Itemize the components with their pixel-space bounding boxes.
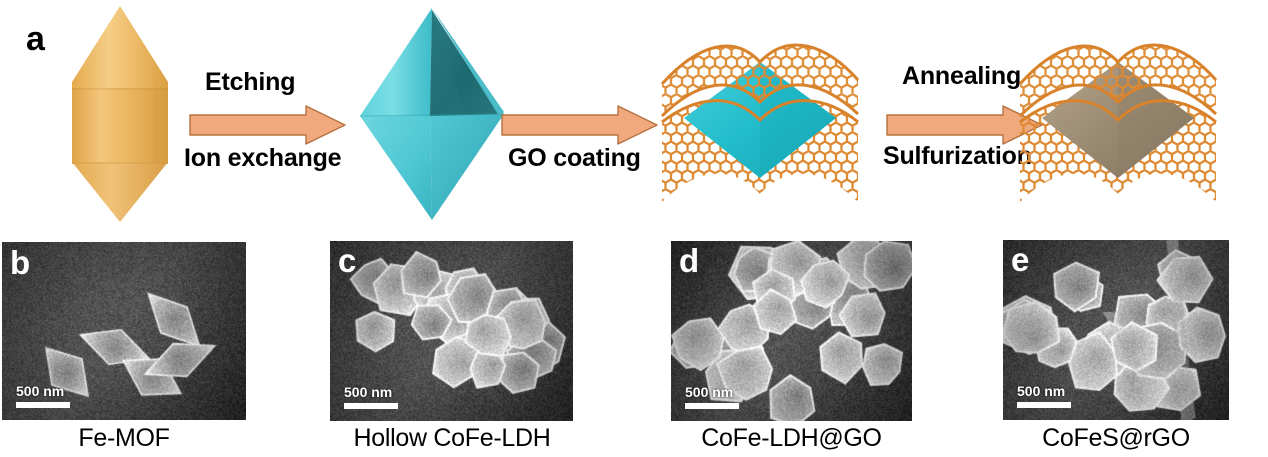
arrow-2-icon — [501, 105, 658, 145]
scale-bar-d: 500 nm — [685, 385, 739, 409]
arrow-1-icon — [189, 105, 346, 145]
sem-image-e — [1003, 240, 1229, 420]
scale-bar-c: 500 nm — [344, 385, 398, 409]
scale-bar-label-c: 500 nm — [344, 384, 393, 400]
arrow-1-label-top: Etching — [205, 68, 296, 96]
sem-caption-e: CoFeS@rGO — [1042, 424, 1190, 452]
sem-caption-c: Hollow CoFe-LDH — [353, 424, 551, 452]
scale-bar-label-d: 500 nm — [685, 384, 734, 400]
arrow-2-label-bottom: GO coating — [508, 144, 641, 172]
arrow-1-label-bottom: Ion exchange — [184, 144, 342, 172]
sem-panel-d: d 500 nm — [671, 241, 912, 421]
schematic-panel-a: a — [0, 0, 1268, 228]
scale-bar-b: 500 nm — [16, 384, 70, 408]
scale-bar-label-e: 500 nm — [1017, 383, 1066, 399]
arrow-3-label-top: Annealing — [902, 62, 1022, 90]
panel-letter-c: c — [338, 242, 357, 279]
panel-letter-d: d — [679, 242, 700, 279]
scale-bar-line-e — [1017, 402, 1071, 408]
sem-panel-b: b 500 nm — [2, 242, 246, 420]
cofe-ldh-go-icon — [660, 43, 860, 202]
sem-caption-d: CoFe-LDH@GO — [701, 424, 882, 452]
sem-image-b — [2, 242, 246, 420]
sem-panel-e: e 500 nm — [1003, 240, 1229, 420]
panel-letter-e: e — [1011, 241, 1030, 278]
scale-bar-line-c — [344, 403, 398, 409]
panel-letter-a: a — [26, 20, 45, 58]
fe-mof-crystal-icon — [72, 6, 168, 222]
scale-bar-e: 500 nm — [1017, 384, 1071, 408]
hollow-cofe-ldh-crystal-icon — [359, 8, 505, 220]
sem-image-c — [330, 241, 573, 421]
sem-image-d — [671, 241, 912, 421]
sem-panel-c: c 500 nm — [330, 241, 573, 421]
arrow-3-label-bottom: Sulfurization — [883, 142, 1032, 170]
panel-letter-b: b — [10, 244, 31, 281]
cofes-rgo-icon — [1018, 43, 1218, 202]
scale-bar-label-b: 500 nm — [16, 383, 65, 399]
scale-bar-line-d — [685, 403, 739, 409]
sem-caption-b: Fe-MOF — [78, 424, 170, 452]
scale-bar-line-b — [16, 402, 70, 408]
